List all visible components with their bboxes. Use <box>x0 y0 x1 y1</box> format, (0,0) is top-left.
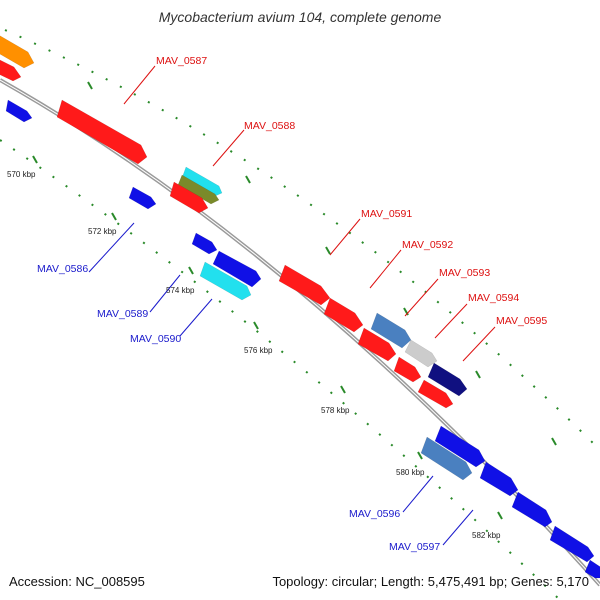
gene-feature-MAV_0594[interactable] <box>427 362 468 397</box>
kbp-label: 582 kbp <box>472 531 501 540</box>
gene-label-MAV_0588[interactable]: MAV_0588 <box>244 120 295 132</box>
gene-feature-MAV_0590[interactable] <box>199 261 252 301</box>
position-ticks-upper <box>4 29 600 451</box>
gene-feature-blue[interactable] <box>5 99 33 123</box>
gene-feature-blue[interactable] <box>434 425 486 468</box>
map-title: Mycobacterium avium 104, complete genome <box>158 9 442 25</box>
kbp-label: 570 kbp <box>7 170 36 179</box>
gene-feature-blue[interactable] <box>549 525 595 563</box>
position-ticks-lower <box>0 139 561 600</box>
gene-feature-blue[interactable] <box>128 186 157 210</box>
genome-summary-text: Topology: circular; Length: 5,475,491 bp… <box>272 574 589 589</box>
gene-feature-blue[interactable] <box>479 461 519 497</box>
gene-label-MAV_0593[interactable]: MAV_0593 <box>439 267 490 279</box>
gene-feature-MAV_0595[interactable] <box>417 379 454 409</box>
kbp-label: 578 kbp <box>321 406 350 415</box>
gene-feature-blue[interactable] <box>584 559 600 579</box>
gene-feature-MAV_0597[interactable] <box>511 491 553 528</box>
gene-label-MAV_0592[interactable]: MAV_0592 <box>402 239 453 251</box>
gene-label-MAV_0595[interactable]: MAV_0595 <box>496 315 547 327</box>
gene-label-MAV_0589[interactable]: MAV_0589 <box>97 308 148 320</box>
gene-feature-MAV_0593[interactable] <box>370 312 412 349</box>
gene-feature-MAV_0596[interactable] <box>420 436 473 481</box>
gene-label-MAV_0586[interactable]: MAV_0586 <box>37 263 88 275</box>
gene-label-MAV_0591[interactable]: MAV_0591 <box>361 208 412 220</box>
label-leader-lines <box>88 65 496 546</box>
kbp-label: 572 kbp <box>88 227 117 236</box>
gene-feature-MAV_0592[interactable] <box>323 297 364 333</box>
gene-feature-orange[interactable] <box>0 30 35 69</box>
gene-feature-MAV_0587[interactable] <box>56 99 148 165</box>
gene-feature-red[interactable] <box>169 181 209 214</box>
gene-feature-MAV_0588-olive[interactable] <box>177 174 220 205</box>
gene-labels: MAV_0586 MAV_0587 MAV_0588 MAV_0589 MAV_… <box>37 55 547 553</box>
gene-label-MAV_0594[interactable]: MAV_0594 <box>468 292 519 304</box>
gene-label-MAV_0596[interactable]: MAV_0596 <box>349 508 400 520</box>
kbp-label: 576 kbp <box>244 346 273 355</box>
gene-feature-red[interactable] <box>393 356 422 383</box>
gene-label-MAV_0587[interactable]: MAV_0587 <box>156 55 207 67</box>
accession-text: Accession: NC_008595 <box>9 574 145 589</box>
gene-feature-blue[interactable] <box>212 250 262 288</box>
gene-label-MAV_0597[interactable]: MAV_0597 <box>389 541 440 553</box>
gene-feature-red[interactable] <box>0 56 22 82</box>
gene-feature-MAV_0591[interactable] <box>278 264 331 306</box>
gene-feature-MAV_0589[interactable] <box>191 232 218 255</box>
gene-label-MAV_0590[interactable]: MAV_0590 <box>130 333 181 345</box>
kbp-label: 580 kbp <box>396 468 425 477</box>
gene-feature-red[interactable] <box>357 327 397 362</box>
genome-backbone <box>0 78 600 587</box>
kbp-labels: 570 kbp 572 kbp 574 kbp 576 kbp 578 kbp … <box>7 170 501 540</box>
kbp-label: 574 kbp <box>166 286 195 295</box>
gene-features <box>0 30 600 579</box>
gene-feature-light[interactable] <box>404 339 438 368</box>
